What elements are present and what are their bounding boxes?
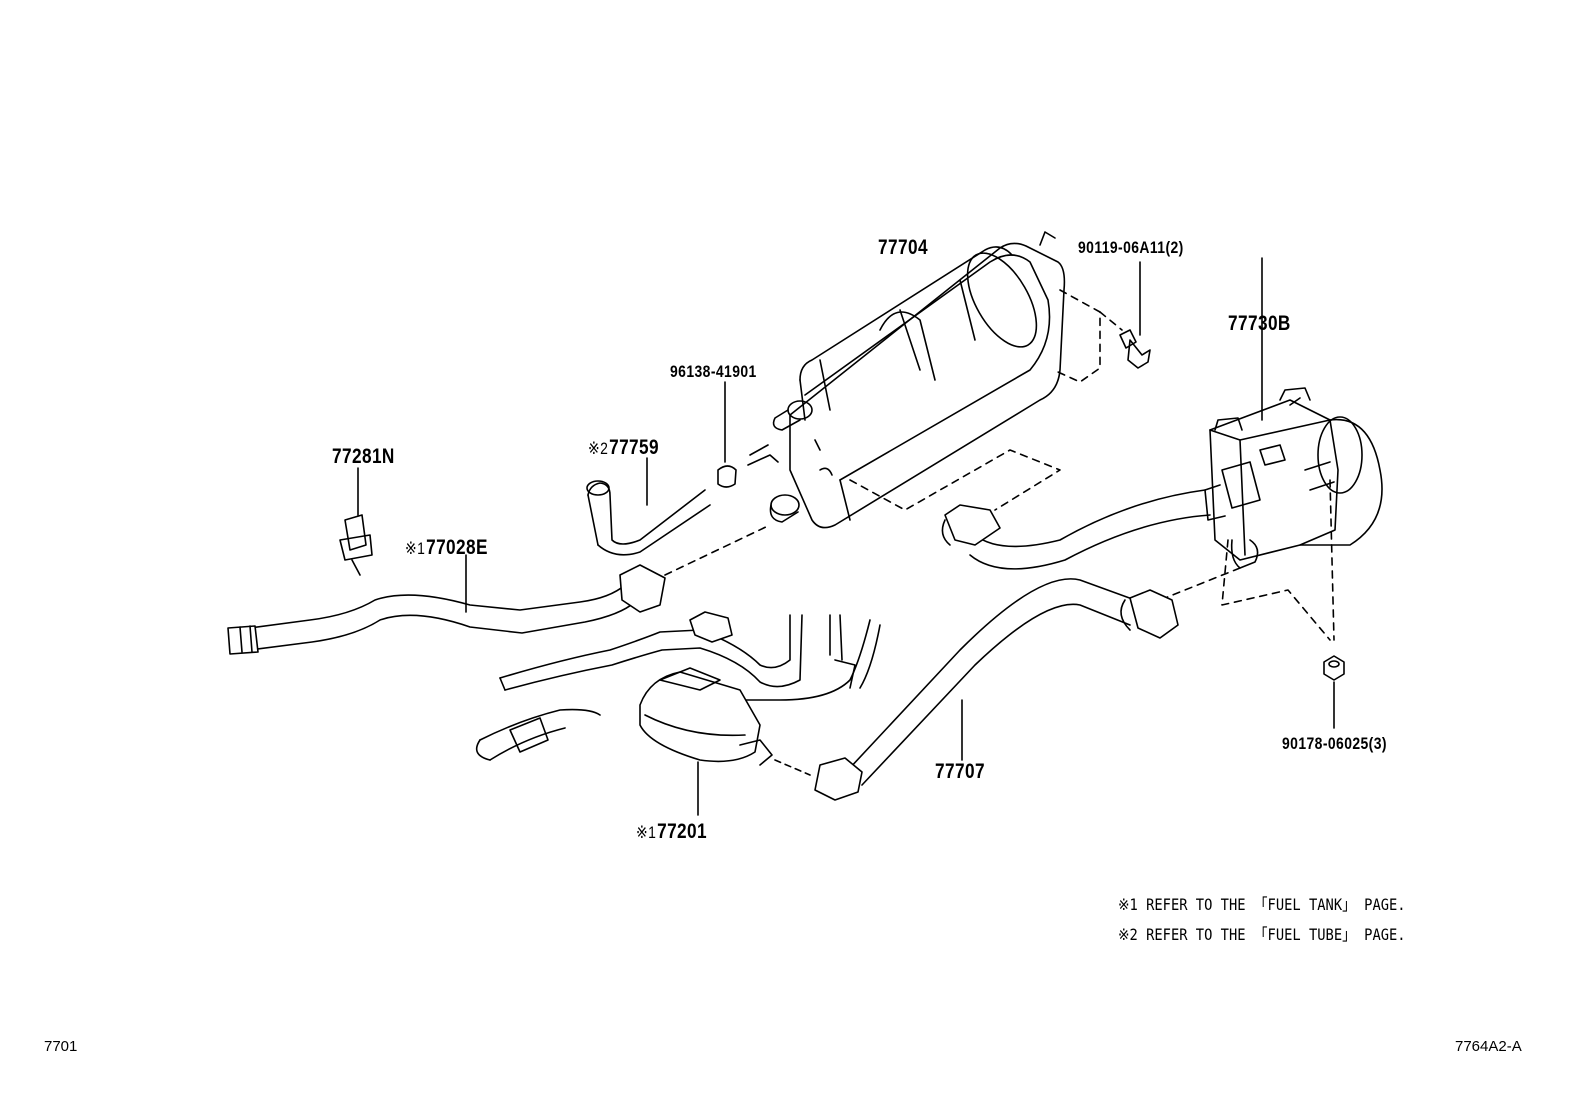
- label-77730b: 77730B: [1228, 312, 1291, 335]
- fuel-tank-tubes: [475, 611, 881, 761]
- bolt-90119: [1119, 261, 1151, 369]
- label-77201: ※177201: [636, 820, 708, 843]
- charcoal-canister: [747, 231, 1066, 529]
- note-mark-1b: ※1: [636, 823, 657, 842]
- hose-77028e: [227, 554, 666, 655]
- fuel-tank-77201: [639, 667, 811, 816]
- label-77759: ※277759: [588, 436, 660, 459]
- figure-code: 7764A2-A: [1455, 1038, 1522, 1055]
- nut-90178: [1323, 655, 1345, 729]
- clamp-96138: [717, 381, 737, 488]
- hose-77707: [814, 578, 1179, 801]
- footnotes: ※1 REFER TO THE 「FUEL TANK」 PAGE. ※2 REF…: [1118, 890, 1406, 950]
- note-mark-1: ※1: [405, 539, 426, 558]
- clip-77281n: [339, 467, 373, 576]
- label-77281n: 77281N: [332, 445, 395, 468]
- page-code: 7701: [44, 1038, 78, 1055]
- label-77704: 77704: [878, 236, 928, 259]
- hose-77759: [586, 457, 711, 556]
- hose-canister-to-pump: [941, 489, 1211, 570]
- canister-pump-module: [1204, 257, 1383, 569]
- label-77028e: ※177028E: [405, 536, 488, 559]
- footnote-2: ※2 REFER TO THE 「FUEL TUBE」 PAGE.: [1118, 925, 1406, 944]
- note-mark-2: ※2: [588, 439, 609, 458]
- label-90119-06a11: 90119-06A11(2): [1078, 238, 1184, 257]
- label-90178-06025: 90178-06025(3): [1282, 734, 1387, 753]
- footnote-1: ※1 REFER TO THE 「FUEL TANK」 PAGE.: [1118, 895, 1406, 914]
- label-77707: 77707: [935, 760, 985, 783]
- label-96138-41901: 96138-41901: [670, 362, 757, 381]
